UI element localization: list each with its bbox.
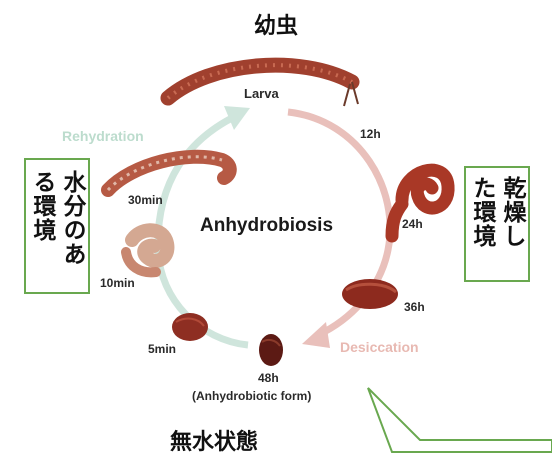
desiccation-arrowhead — [302, 322, 330, 348]
stage-24h: 24h — [402, 217, 423, 231]
larva-36h-image — [342, 279, 398, 309]
stage-30min: 30min — [128, 193, 163, 207]
callout-wet-environment: 水分のあ る環境 — [24, 158, 90, 294]
stage-larva: Larva — [244, 86, 279, 101]
callout-dry-line2: た環境 — [467, 176, 497, 248]
stage-10min: 10min — [100, 276, 135, 290]
center-label: Anhydrobiosis — [200, 215, 333, 237]
phase-rehydration: Rehydration — [62, 128, 144, 144]
stage-anhydrobiotic-form: (Anhydrobiotic form) — [192, 389, 311, 403]
callout-dry-line1: 乾燥し — [497, 176, 527, 248]
callout-tail — [368, 388, 552, 452]
callout-wet-line1: 水分のあ — [57, 170, 87, 266]
stage-5min: 5min — [148, 342, 176, 356]
larva-10min-image — [126, 230, 167, 272]
callout-dry-environment: 乾燥し た環境 — [464, 166, 530, 282]
title-larva-jp: 幼虫 — [0, 8, 552, 40]
callout-wet-line2: る環境 — [27, 170, 57, 266]
stage-48h: 48h — [258, 371, 279, 385]
stage-36h: 36h — [404, 300, 425, 314]
larva-48h-image — [259, 334, 283, 366]
title-anhydrous-jp: 無水状態 — [170, 424, 258, 456]
larva-5min-image — [172, 313, 208, 341]
stage-12h: 12h — [360, 127, 381, 141]
phase-desiccation: Desiccation — [340, 339, 419, 355]
